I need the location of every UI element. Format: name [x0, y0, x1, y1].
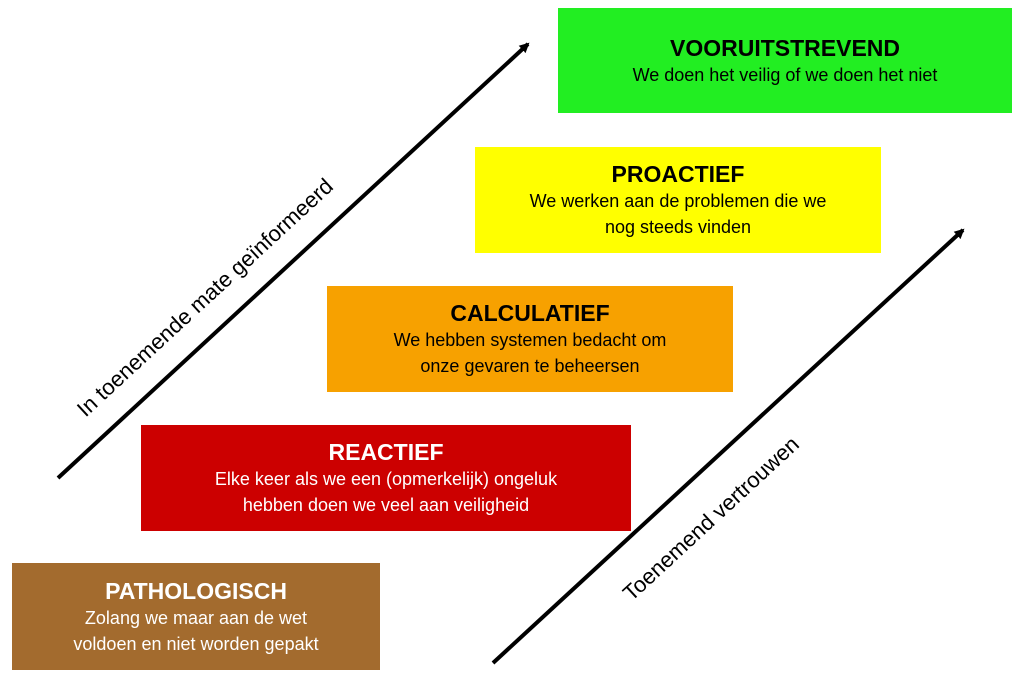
level-description: nog steeds vinden [604, 217, 752, 237]
level-description: hebben doen we veel aan veiligheid [242, 495, 530, 515]
informed-arrow [56, 42, 530, 480]
level-description: Zolang we maar aan de wet [84, 607, 308, 628]
level-description: We doen het veilig of we doen het niet [632, 64, 938, 85]
trust-arrow [491, 228, 965, 665]
level-description: onze gevaren te beheersen [420, 356, 640, 376]
informed-label: In toenemende mate geïnformeerd [72, 173, 338, 421]
level-calculatief: CALCULATIEF We hebben systemen bedacht o… [327, 286, 733, 392]
level-vooruitstrevend: VOORUITSTREVEND We doen het veilig of we… [558, 8, 1012, 113]
level-title: PROACTIEF [611, 161, 745, 187]
trust-label: Toenemend vertrouwen [618, 431, 804, 605]
level-description: We hebben systemen bedacht om [393, 330, 667, 350]
level-title: REACTIEF [328, 439, 444, 465]
level-description: We werken aan de problemen die we [529, 191, 827, 211]
level-reactief: REACTIEF Elke keer als we een (opmerkeli… [141, 425, 631, 531]
level-description: voldoen en niet worden gepakt [73, 633, 319, 654]
level-pathologisch: PATHOLOGISCH Zolang we maar aan de wet v… [12, 563, 380, 670]
level-proactief: PROACTIEF We werken aan de problemen die… [475, 147, 881, 253]
level-title: CALCULATIEF [450, 300, 610, 326]
level-title: VOORUITSTREVEND [669, 34, 901, 61]
level-description: Elke keer als we een (opmerkelijk) ongel… [214, 469, 558, 489]
level-title: PATHOLOGISCH [105, 577, 287, 604]
